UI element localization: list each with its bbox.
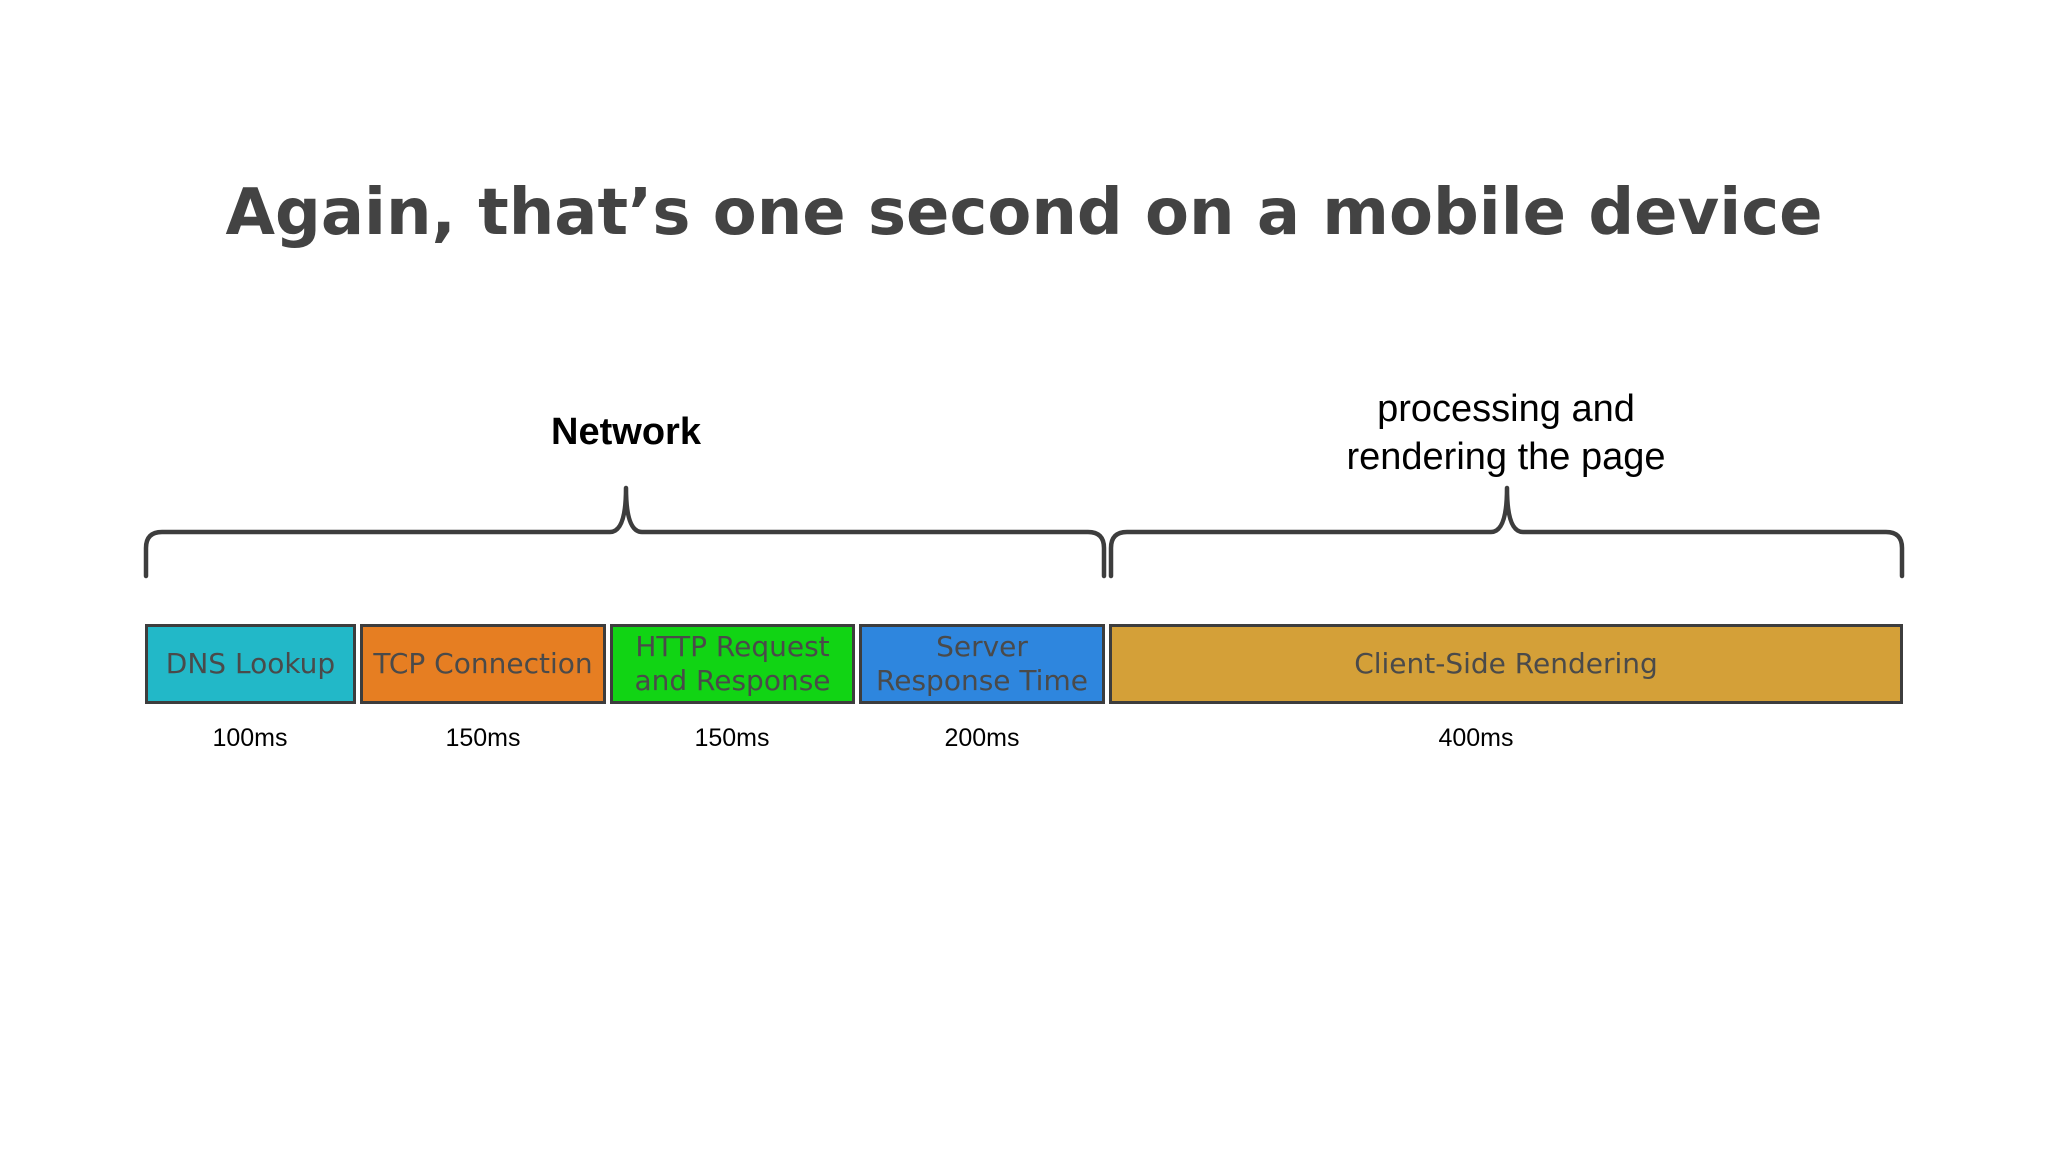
segment-http-request-response: HTTP Request and Response xyxy=(610,624,855,704)
segment-tcp-connection: TCP Connection xyxy=(360,624,606,704)
duration-http-request-response: 150ms xyxy=(694,724,770,752)
processing-brace xyxy=(1108,485,1905,579)
segment-dns-lookup: DNS Lookup xyxy=(145,624,356,704)
duration-tcp-connection: 150ms xyxy=(445,724,521,752)
processing-group-label: processing and rendering the page xyxy=(1346,388,1666,478)
duration-dns-lookup: 100ms xyxy=(212,724,288,752)
duration-server-response-time: 200ms xyxy=(944,724,1020,752)
segment-server-response-time: Server Response Time xyxy=(859,624,1105,704)
slide-title: Again, that’s one second on a mobile dev… xyxy=(225,176,1823,250)
network-brace xyxy=(143,485,1107,579)
duration-client-side-rendering: 400ms xyxy=(1438,724,1514,752)
network-group-label: Network xyxy=(551,411,701,453)
segment-client-side-rendering: Client-Side Rendering xyxy=(1109,624,1903,704)
